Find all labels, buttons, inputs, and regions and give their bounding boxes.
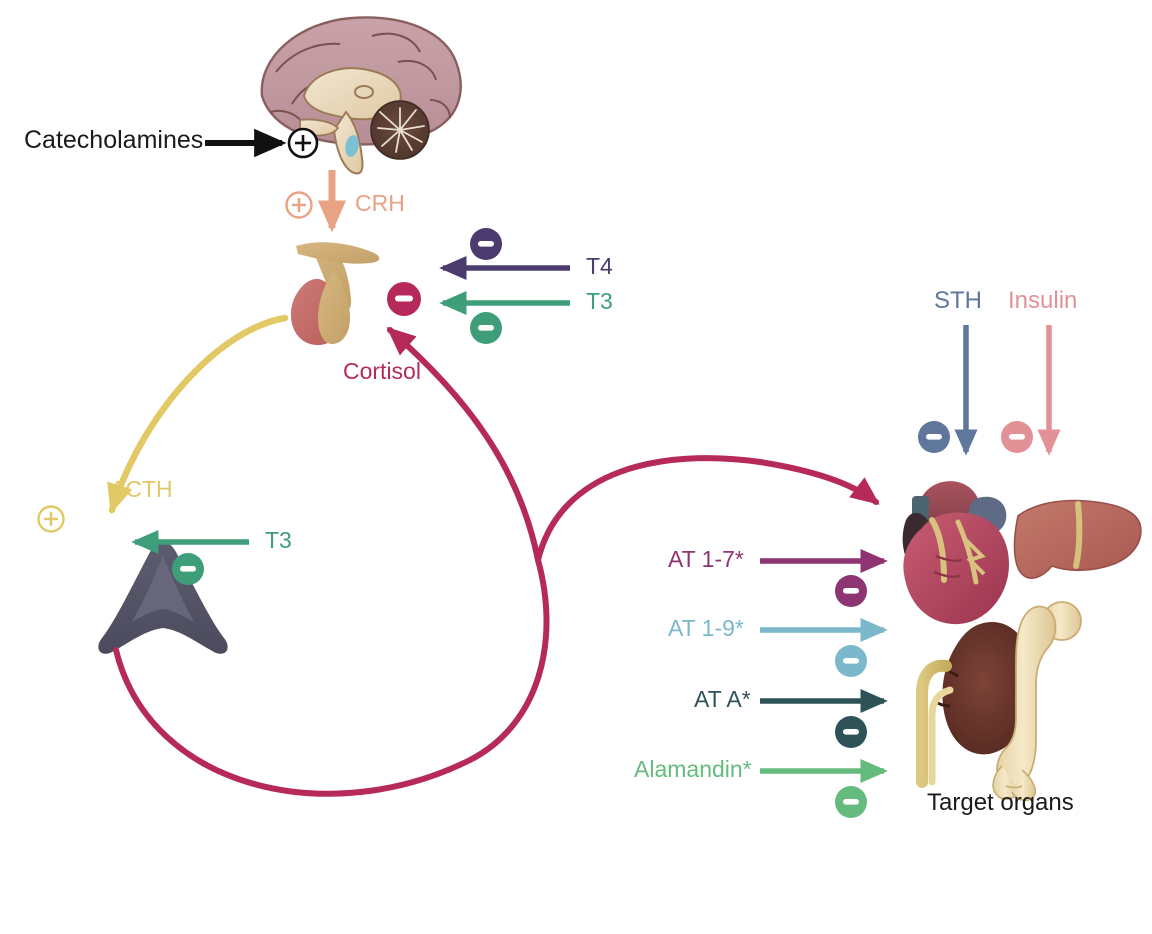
cortisol-loop-lower — [113, 557, 550, 797]
alamandin-minus-badge — [835, 786, 867, 818]
t4-minus-badge — [470, 228, 502, 260]
acth-plus-badge — [37, 505, 65, 533]
insulin-minus-badge — [1001, 421, 1033, 453]
cortisol-label: Cortisol — [343, 358, 421, 384]
cortisol-minus-badge — [387, 282, 421, 316]
at17-label: AT 1-7* — [668, 546, 744, 572]
crh-plus-badge — [285, 191, 313, 219]
t4-label: T4 — [586, 253, 613, 279]
cortisol-to-organs-arrow — [535, 455, 880, 563]
sth-label: STH — [934, 287, 982, 314]
catecholamines-plus-badge — [287, 127, 319, 159]
acth-label: ACTH — [110, 476, 173, 502]
catecholamines-label: Catecholamines — [24, 126, 204, 154]
sth-minus-badge — [918, 421, 950, 453]
ata-minus-badge — [835, 716, 867, 748]
adrenal-illustration — [98, 541, 228, 654]
heart-illustration — [902, 481, 1009, 625]
t3-adrenal-minus-badge — [172, 553, 204, 585]
liver-illustration — [1013, 499, 1142, 579]
at19-label: AT 1-9* — [668, 615, 744, 641]
target-organs-label: Target organs — [927, 789, 1074, 816]
at19-minus-badge — [835, 645, 867, 677]
acth-arrow — [107, 314, 289, 514]
alamandin-label: Alamandin* — [634, 756, 752, 782]
ata-label: AT A* — [694, 686, 751, 712]
femur-illustration — [992, 601, 1082, 802]
brain-illustration — [260, 16, 462, 175]
t3-adrenal-label: T3 — [265, 527, 292, 553]
kidney-illustration — [916, 621, 1034, 788]
pituitary-illustration — [290, 242, 380, 346]
at17-minus-badge — [835, 575, 867, 607]
crh-label: CRH — [355, 190, 405, 216]
cortisol-to-pituitary-arrow — [386, 326, 541, 563]
insulin-label: Insulin — [1008, 287, 1078, 314]
t3-pituitary-label: T3 — [586, 288, 613, 314]
t3-pituitary-minus-badge — [470, 312, 502, 344]
